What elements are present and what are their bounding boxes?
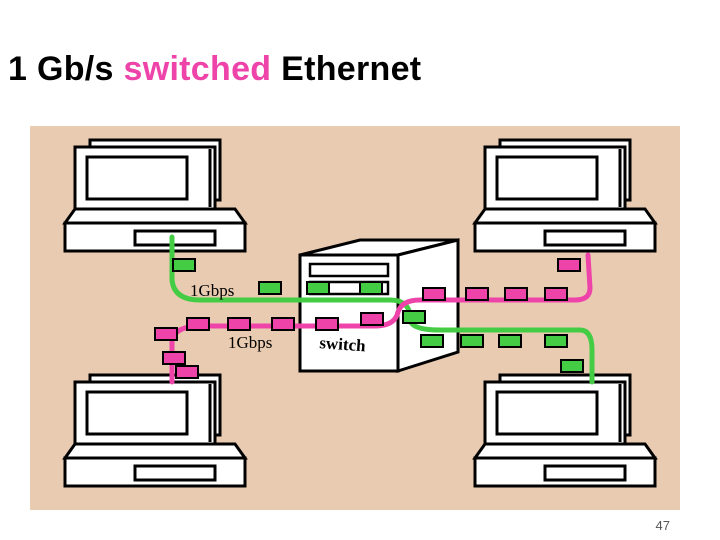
packet-icon [498,334,522,348]
computer-icon [473,138,657,253]
computer-icon [63,373,247,488]
packet-icon [186,317,210,331]
title-part3: Ethernet [271,50,422,88]
packet-icon [258,281,282,295]
packet-icon [175,365,199,379]
title-accent: switched [123,50,272,88]
packet-icon [271,317,295,331]
packet-icon [422,287,446,301]
packet-icon [306,281,330,295]
packet-icon [172,258,196,272]
slide-title: 1 Gb/s switched Ethernet [8,50,421,89]
packet-icon [557,258,581,272]
packet-icon [420,334,444,348]
packet-icon [544,287,568,301]
switch-label: switch [319,333,367,355]
computer-icon [473,373,657,488]
packet-icon [359,281,383,295]
computer-icon [63,138,247,253]
packet-icon [465,287,489,301]
packet-icon [402,310,426,324]
packet-icon [154,327,178,341]
page-number: 47 [655,518,670,533]
packet-icon [227,317,251,331]
packet-icon [360,312,384,326]
packet-icon [162,351,186,365]
pink-link-label: 1Gbps [228,333,272,352]
packet-icon [460,334,484,348]
green-link-label: 1Gbps [190,281,234,300]
packet-icon [560,359,584,373]
packet-icon [315,317,339,331]
packet-icon [504,287,528,301]
title-part1: 1 Gb/s [8,50,124,88]
packet-icon [544,334,568,348]
